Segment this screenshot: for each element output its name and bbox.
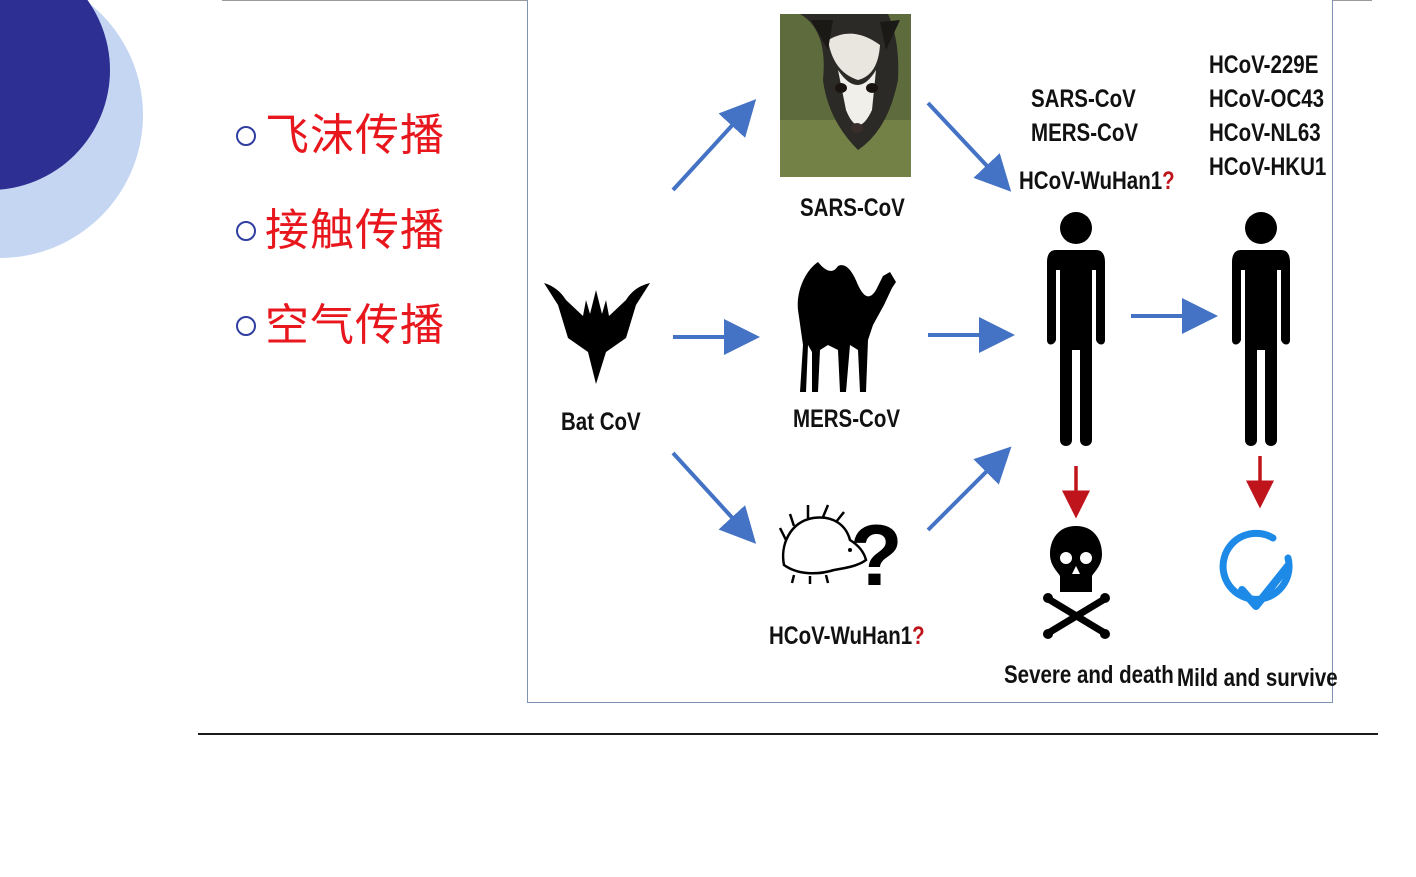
bullet-text: 空气传播 (265, 300, 445, 351)
severe-virus-3-text: HCoV-WuHan1 (1019, 167, 1163, 195)
bottom-rule (198, 733, 1378, 735)
arrow-bat-to-civet (671, 99, 757, 192)
civet-sars-label: SARS-CoV (800, 194, 905, 222)
mild-virus-group: HCoV-229E HCoV-OC43 HCoV-NL63 HCoV-HKU1 (1209, 48, 1326, 184)
bat-cov-label: Bat CoV (561, 408, 641, 436)
hedgehog-icon (778, 504, 868, 584)
hedgehog-question: ? (912, 622, 925, 650)
bullet-circle-icon (236, 316, 256, 336)
mild-virus-2: HCoV-OC43 (1209, 85, 1325, 113)
camel-mers-label: MERS-CoV (793, 405, 901, 433)
severe-virus-3-question: ? (1162, 167, 1175, 195)
severe-virus-3: HCoV-WuHan1? (1019, 167, 1175, 195)
camel-icon (797, 262, 896, 392)
severe-death-label: Severe and death (1004, 661, 1174, 689)
checkmark-circle-icon (1219, 529, 1293, 610)
figure-graphics: ? (544, 14, 1293, 639)
list-item: 接触传播 (236, 207, 445, 255)
decor-dark-circle (0, 0, 110, 190)
arrow-civet-to-human (926, 101, 1012, 192)
hedgehog-wuhan-text: HCoV-WuHan1 (769, 622, 913, 650)
arrow-hedgehog-to-human (926, 446, 1012, 532)
decorative-circles (0, 0, 143, 258)
bullet-circle-icon (236, 221, 256, 241)
mild-virus-4: HCoV-HKU1 (1209, 153, 1327, 181)
arrow-bat-to-hedgehog (671, 451, 757, 544)
bullet-text: 飞沫传播 (265, 110, 445, 161)
person-icon (1047, 212, 1105, 446)
hedgehog-wuhan-label: HCoV-WuHan1? (769, 622, 925, 650)
person-icon (1232, 212, 1290, 446)
blue-arrows (671, 99, 1218, 544)
severe-virus-group: SARS-CoV MERS-CoV (1031, 82, 1138, 150)
coronavirus-transmission-figure: ? Bat CoV SARS-CoV MERS-CoV HC (527, 0, 1338, 703)
mild-virus-3: HCoV-NL63 (1209, 119, 1321, 147)
bullet-circle-icon (236, 126, 256, 146)
mild-survive-label: Mild and survive (1177, 664, 1338, 692)
severe-virus-1: SARS-CoV (1031, 85, 1136, 113)
red-arrows (1062, 456, 1274, 519)
bat-icon (544, 283, 650, 384)
list-item: 空气传播 (236, 302, 445, 350)
severe-virus-2: MERS-CoV (1031, 119, 1139, 147)
bullet-text: 接触传播 (265, 205, 445, 256)
list-item: 飞沫传播 (236, 112, 445, 160)
skull-crossbones-icon (1043, 526, 1110, 639)
mild-virus-1: HCoV-229E (1209, 51, 1319, 79)
question-mark-icon: ? (850, 508, 903, 604)
civet-photo (780, 14, 911, 177)
transmission-list: 飞沫传播 接触传播 空气传播 (236, 112, 445, 397)
